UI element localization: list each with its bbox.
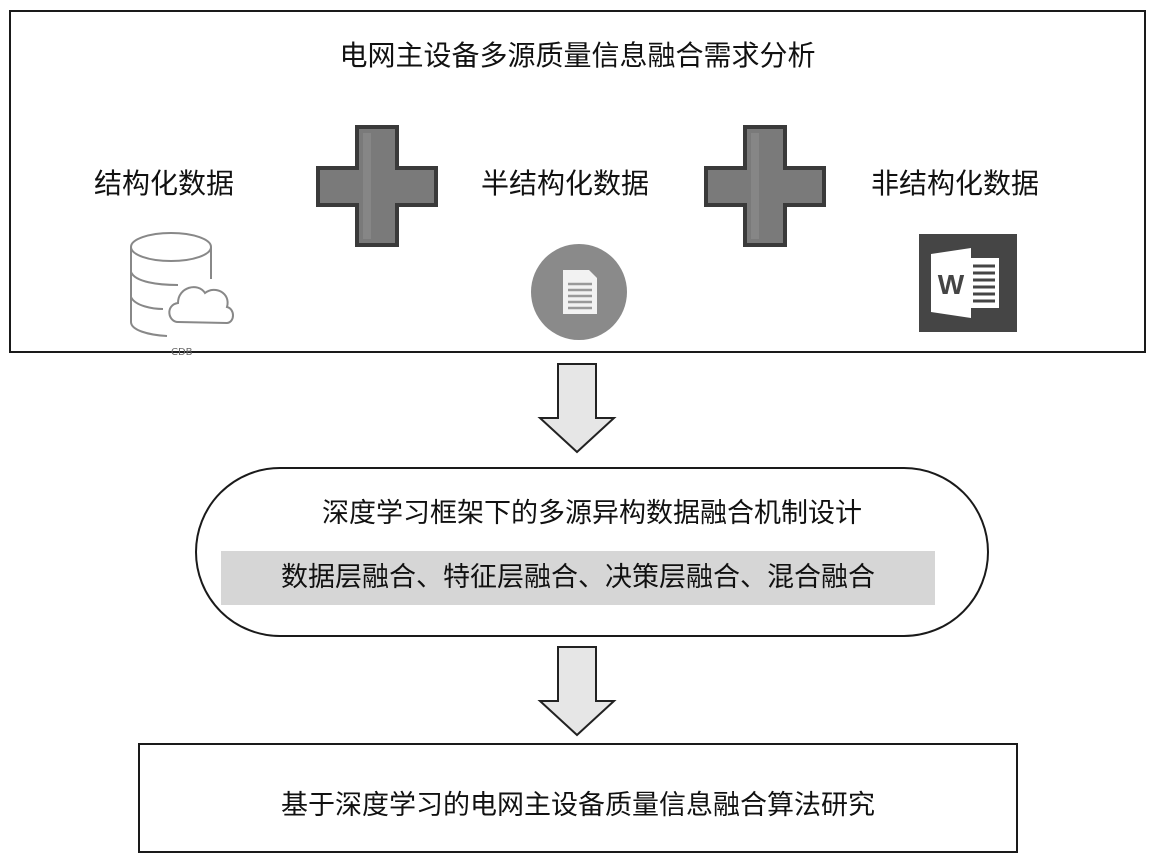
fusion-algorithm-research-title: 基于深度学习的电网主设备质量信息融合算法研究 [281,790,875,821]
fusion-mechanism-box: 深度学习框架下的多源异构数据融合机制设计 数据层融合、特征层融合、决策层融合、混… [195,467,989,637]
down-arrow-icon [537,646,617,737]
word-document-icon: W [919,234,1017,332]
fusion-algorithm-research-box: 基于深度学习的电网主设备质量信息融合算法研究 [138,743,1018,853]
plus-icon [704,125,826,247]
document-circle-icon [531,244,627,340]
plus-icon [316,125,438,247]
database-caption: CDB [171,347,193,358]
fusion-mechanism-title: 深度学习框架下的多源异构数据融合机制设计 [322,498,862,529]
database-cloud-icon [130,232,234,337]
structured-data-label: 结构化数据 [94,167,235,200]
requirements-analysis-title: 电网主设备多源质量信息融合需求分析 [339,39,816,72]
svg-text:W: W [938,269,965,300]
semi-structured-data-label: 半结构化数据 [481,167,650,200]
down-arrow-icon [537,363,617,454]
unstructured-data-label: 非结构化数据 [871,167,1040,200]
fusion-types-band: 数据层融合、特征层融合、决策层融合、混合融合 [221,551,935,605]
requirements-analysis-box: 电网主设备多源质量信息融合需求分析 结构化数据 半结构化数据 非结构化数据 CD… [9,10,1146,358]
